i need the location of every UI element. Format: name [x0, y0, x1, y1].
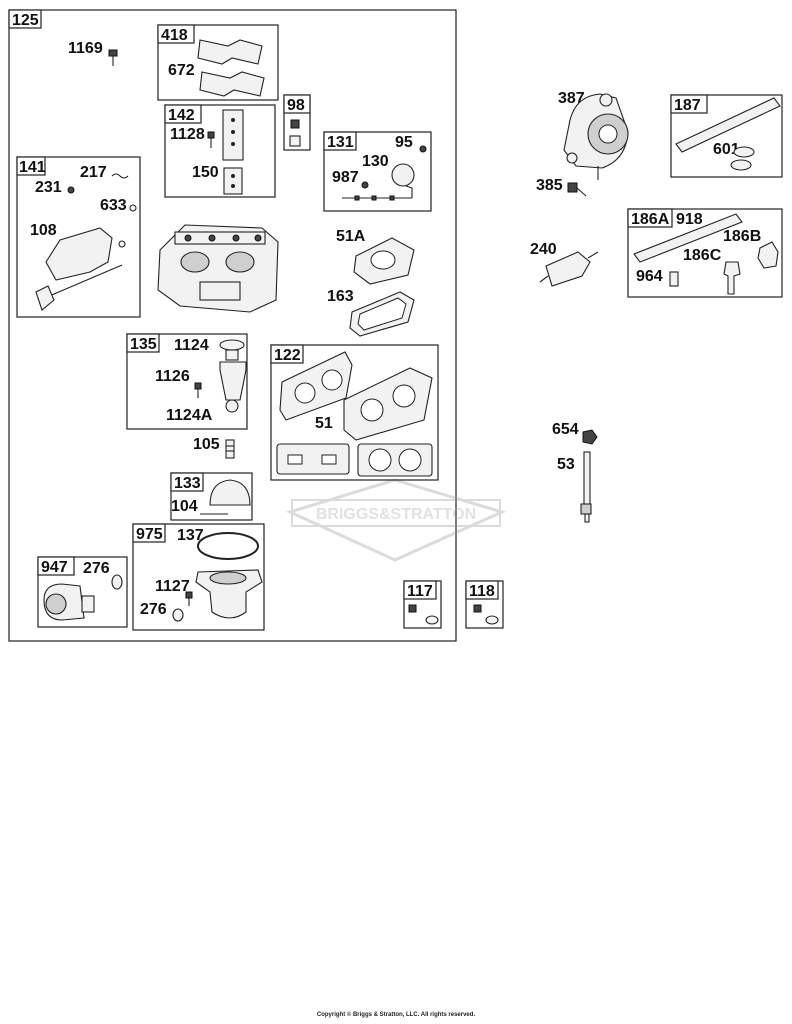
group-label-975: 975: [136, 526, 163, 543]
group-label-186a: 186A: [631, 211, 670, 228]
group-label-947: 947: [41, 559, 68, 576]
group-label-141: 141: [19, 159, 46, 176]
group-label-125: 125: [12, 12, 39, 29]
group-117: 117: [403, 580, 442, 629]
stud-53: [580, 451, 592, 523]
part-label-130: 130: [362, 153, 389, 170]
group-142: 142 1128 150: [164, 104, 276, 198]
group-125: 125: [8, 9, 457, 642]
part-label-1169: 1169: [68, 40, 103, 57]
group-135: 135 1124 1126 1124A: [126, 333, 248, 430]
part-label-53: 53: [557, 456, 575, 473]
part-label-105: 105: [193, 436, 220, 453]
group-187: 187 601: [670, 94, 783, 178]
part-label-633: 633: [100, 197, 127, 214]
gasket-51a: [353, 237, 415, 285]
group-122: 122 51: [270, 344, 439, 481]
jet-105: [225, 439, 235, 459]
screw-385: [567, 182, 587, 197]
part-label-186c: 186C: [683, 247, 722, 264]
part-label-987: 987: [332, 169, 359, 186]
group-label-131: 131: [327, 134, 354, 151]
group-label-142: 142: [168, 107, 195, 124]
group-947: 947 276: [37, 556, 128, 628]
part-label-186b: 186B: [723, 228, 761, 245]
screw-1169: [108, 49, 118, 66]
group-118: 118: [465, 580, 504, 629]
part-label-601: 601: [713, 141, 740, 158]
part-label-137: 137: [177, 527, 204, 544]
copyright-notice: Copyright © Briggs & Stratton, LLC. All …: [316, 1012, 476, 1018]
part-label-964: 964: [636, 268, 663, 285]
part-label-217: 217: [80, 164, 107, 181]
part-label-51: 51: [315, 415, 333, 432]
part-label-385: 385: [536, 177, 563, 194]
group-label-98: 98: [287, 97, 305, 114]
part-label-1126: 1126: [155, 368, 190, 385]
fuel-filter-240: [539, 251, 599, 287]
group-141: 141 217 231 633 108: [16, 156, 141, 318]
part-label-654: 654: [552, 421, 579, 438]
part-label-51a: 51A: [336, 228, 366, 245]
part-label-95: 95: [395, 134, 413, 151]
part-label-1128: 1128: [170, 126, 205, 143]
part-label-672: 672: [168, 62, 195, 79]
group-label-135: 135: [130, 336, 157, 353]
group-label-118: 118: [469, 583, 495, 600]
part-label-1124a: 1124A: [166, 407, 213, 424]
group-label-122: 122: [274, 347, 301, 364]
nut-654: [582, 429, 598, 445]
part-label-163: 163: [327, 288, 354, 305]
part-label-276a: 276: [83, 560, 110, 577]
part-label-240: 240: [530, 241, 557, 258]
group-418: 418 672: [157, 24, 279, 101]
part-label-276b: 276: [140, 601, 167, 618]
part-label-104: 104: [171, 498, 198, 515]
group-98: 98: [283, 94, 311, 151]
group-label-133: 133: [174, 475, 201, 492]
part-label-918: 918: [676, 211, 703, 228]
part-label-1127: 1127: [155, 578, 190, 595]
watermark-text: BRIGGS&STRATTON: [316, 506, 476, 523]
group-186a: 186A 918 186B 186C 964: [627, 208, 783, 298]
part-label-387: 387: [558, 90, 585, 107]
group-label-117: 117: [407, 583, 433, 600]
watermark: BRIGGS&STRATTON: [285, 478, 507, 562]
part-label-1124: 1124: [174, 337, 209, 354]
group-label-187: 187: [674, 97, 701, 114]
part-label-231: 231: [35, 179, 62, 196]
group-133: 133 104: [170, 472, 253, 521]
carburetor-body: [157, 224, 279, 313]
group-label-418: 418: [161, 27, 188, 44]
part-label-150: 150: [192, 164, 219, 181]
gasket-163: [349, 291, 415, 337]
fuel-pump-387: [563, 93, 629, 180]
group-131: 131 95 130 987: [323, 131, 432, 212]
part-label-108: 108: [30, 222, 57, 239]
group-975: 975 137 1127 276: [132, 523, 265, 631]
